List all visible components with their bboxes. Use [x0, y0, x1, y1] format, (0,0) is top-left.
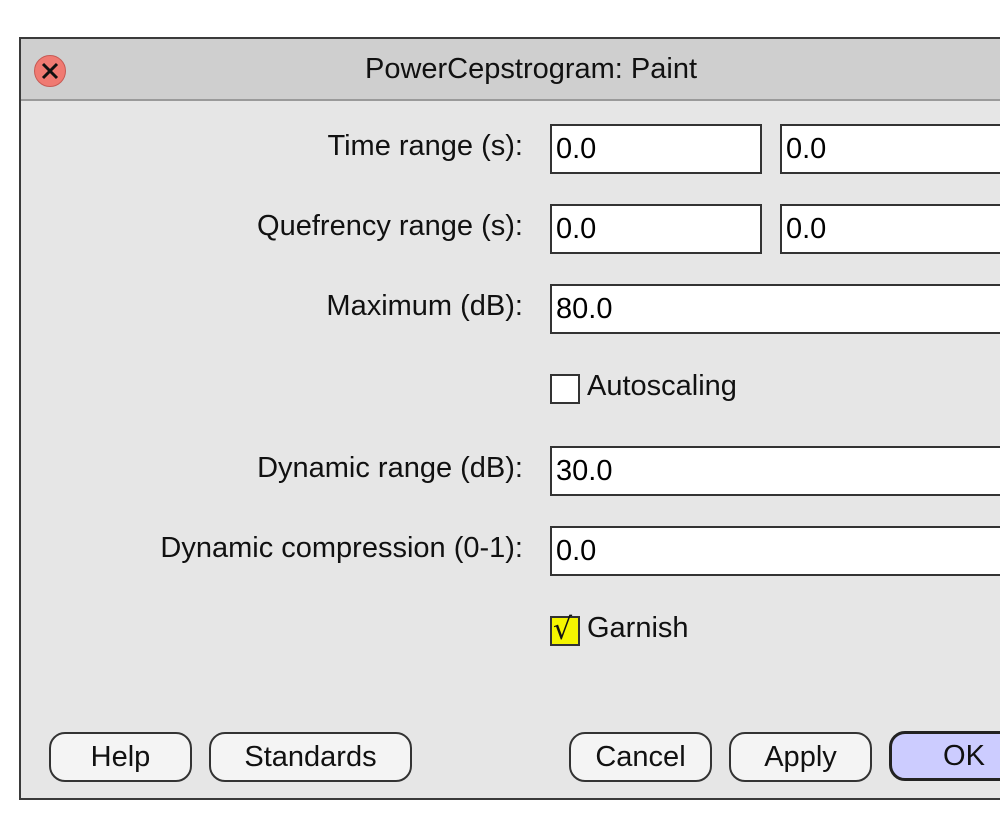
autoscaling-label: Autoscaling — [587, 370, 737, 402]
apply-button[interactable]: Apply — [729, 732, 872, 782]
quefrency-range-label: Quefrency range (s): — [257, 210, 523, 242]
close-icon[interactable] — [34, 55, 66, 87]
time-range-to-field[interactable] — [780, 124, 1000, 174]
help-button[interactable]: Help — [49, 732, 192, 782]
standards-button[interactable]: Standards — [209, 732, 412, 782]
time-range-from-field[interactable] — [550, 124, 762, 174]
dynamic-range-label: Dynamic range (dB): — [257, 452, 523, 484]
quefrency-range-to-field[interactable] — [780, 204, 1000, 254]
ok-button[interactable]: OK — [889, 731, 1000, 781]
time-range-label: Time range (s): — [327, 130, 523, 162]
maximum-field[interactable] — [550, 284, 1000, 334]
garnish-checkbox[interactable]: √ — [550, 612, 580, 647]
autoscaling-checkbox[interactable] — [550, 374, 580, 404]
dynamic-compression-label: Dynamic compression (0-1): — [160, 532, 523, 564]
title-bar: PowerCepstrogram: Paint — [21, 39, 1000, 101]
dynamic-range-field[interactable] — [550, 446, 1000, 496]
quefrency-range-from-field[interactable] — [550, 204, 762, 254]
dynamic-compression-field[interactable] — [550, 526, 1000, 576]
cancel-button[interactable]: Cancel — [569, 732, 712, 782]
maximum-label: Maximum (dB): — [326, 290, 523, 322]
dialog-window: PowerCepstrogram: Paint Time range (s): … — [19, 37, 1000, 800]
window-title: PowerCepstrogram: Paint — [364, 53, 698, 85]
check-mark-icon: √ — [553, 612, 573, 647]
garnish-label: Garnish — [587, 612, 689, 644]
